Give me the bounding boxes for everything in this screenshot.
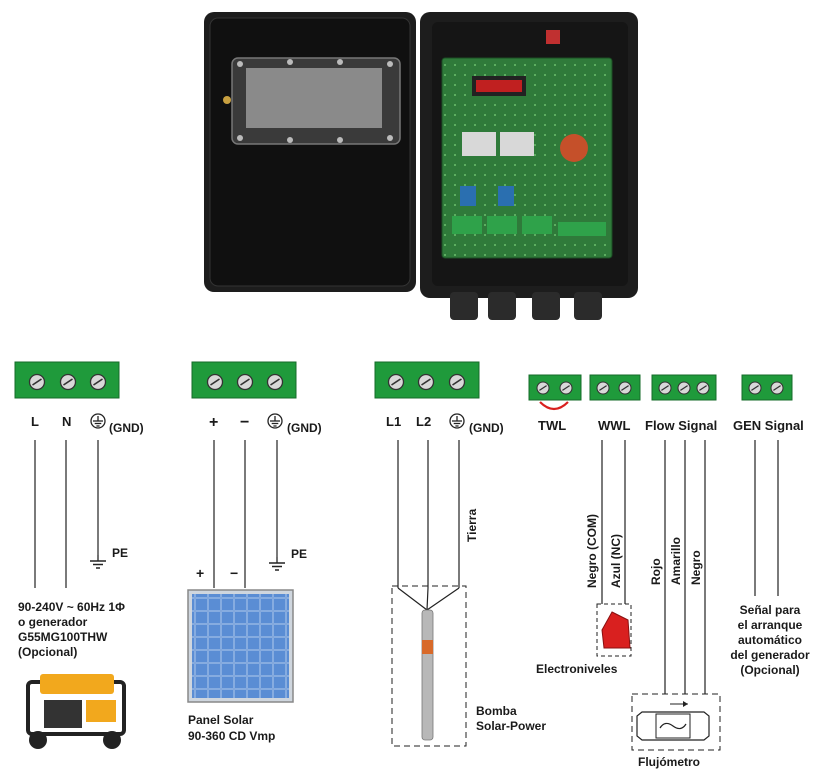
pump-desc-line-1: Bomba <box>476 704 517 718</box>
power-desc-line-3: G55MG100THW <box>18 630 108 644</box>
twl-jumper-wire <box>539 401 569 411</box>
wwl-wire-label-com: Negro (COM) <box>585 514 599 588</box>
gen-desc-line-3: automático <box>738 633 802 647</box>
float-switch-boundary <box>596 603 632 657</box>
pe-label: PE <box>291 547 307 561</box>
float-switch-illustration <box>601 611 631 649</box>
screw-icon <box>206 373 224 391</box>
power-desc-line-2: o generador <box>18 615 88 629</box>
gnd-label: (GND) <box>287 421 322 435</box>
flowmeter-icon <box>636 701 710 741</box>
ground-icon <box>449 413 465 429</box>
cable-glands <box>450 292 602 320</box>
gen-terminal-block <box>741 374 793 401</box>
well-boundary <box>391 585 467 747</box>
twl-terminal-group: TWL <box>528 374 582 433</box>
flow-terminal-group: Flow Signal Rojo Amarillo Negro Flujómet… <box>631 374 721 769</box>
power-desc-line-4: (Opcional) <box>18 645 77 659</box>
solar-terminal-group: + − (GND) PE + − Panel Solar 90-360 CD V… <box>187 361 322 743</box>
wwl-label: WWL <box>598 418 631 433</box>
gnd-label: (GND) <box>109 421 144 435</box>
gen-signal-label: GEN Signal <box>733 418 804 433</box>
gen-desc-line-4: del generador <box>730 648 810 662</box>
gen-terminal-group: GEN Signal Señal para el arranque automá… <box>730 374 810 677</box>
power-terminal-group: L N (GND) PE 90-240V ~ 60Hz 1Φ o generad… <box>14 361 144 749</box>
screw-icon <box>28 373 46 391</box>
pump-terminal-group: L1 L2 (GND) Tierra Bomba Solar-Power <box>374 361 546 747</box>
screw-icon <box>748 381 762 395</box>
flowmeter-boundary <box>631 693 721 751</box>
ground-icon <box>90 413 106 429</box>
screw-icon <box>696 381 710 395</box>
flow-wire-label-rojo: Rojo <box>649 558 663 585</box>
screw-icon <box>677 381 691 395</box>
electroniveles-label: Electroniveles <box>536 662 618 676</box>
gen-desc-line-1: Señal para <box>740 603 801 617</box>
enclosure-lid <box>204 12 416 292</box>
terminal-label-n: N <box>62 414 71 429</box>
twl-label: TWL <box>538 418 566 433</box>
submersible-pump-illustration <box>421 609 434 741</box>
terminal-label-l2: L2 <box>416 414 431 429</box>
solar-wire-minus-label: − <box>230 565 238 581</box>
ground-icon <box>267 413 283 429</box>
screw-icon <box>770 381 784 395</box>
flujometro-label: Flujómetro <box>638 755 700 769</box>
pe-label: PE <box>112 546 128 560</box>
screw-icon <box>536 381 550 395</box>
solar-desc-line-2: 90-360 CD Vmp <box>188 729 275 743</box>
screw-icon <box>236 373 254 391</box>
pump-desc-line-2: Solar-Power <box>476 719 546 733</box>
gen-desc-line-5: (Opcional) <box>740 663 799 677</box>
screw-icon <box>658 381 672 395</box>
screw-icon <box>559 381 573 395</box>
earth-icon <box>268 556 286 571</box>
flow-signal-label: Flow Signal <box>645 418 717 433</box>
terminal-label-plus: + <box>209 414 218 431</box>
controller-enclosure-illustration <box>204 12 638 320</box>
screw-icon <box>266 373 284 391</box>
wwl-terminal-group: WWL Negro (COM) Azul (NC) Electroniveles <box>536 374 641 676</box>
tierra-label: Tierra <box>465 509 479 542</box>
screw-icon <box>618 381 632 395</box>
screw-icon <box>417 373 435 391</box>
earth-icon <box>89 554 107 569</box>
screw-icon <box>59 373 77 391</box>
screw-icon <box>448 373 466 391</box>
gen-desc-line-2: el arranque <box>738 618 803 632</box>
terminal-label-l: L <box>31 414 39 429</box>
enclosure-body <box>420 12 638 298</box>
screw-icon <box>89 373 107 391</box>
solar-desc-line-1: Panel Solar <box>188 713 254 727</box>
pump-wire-junction <box>397 587 460 611</box>
screw-icon <box>596 381 610 395</box>
flow-wire-label-negro: Negro <box>689 550 703 585</box>
power-desc-line-1: 90-240V ~ 60Hz 1Φ <box>18 600 125 614</box>
screw-icon <box>387 373 405 391</box>
wwl-wire-label-nc: Azul (NC) <box>609 534 623 588</box>
terminal-label-l1: L1 <box>386 414 401 429</box>
solar-panel-illustration <box>187 589 294 703</box>
solar-wire-plus-label: + <box>196 565 204 581</box>
generator-illustration <box>26 674 126 749</box>
gnd-label: (GND) <box>469 421 504 435</box>
terminal-label-minus: − <box>240 414 249 431</box>
flow-wire-label-amarillo: Amarillo <box>669 537 683 585</box>
